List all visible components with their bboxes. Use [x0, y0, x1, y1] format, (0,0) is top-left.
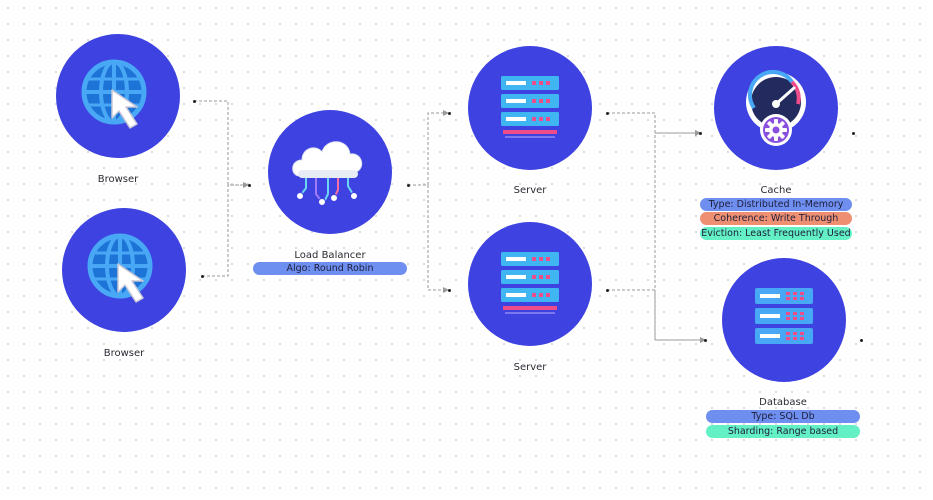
edge-lb-server2 — [408, 184, 449, 293]
tag-sharding: Sharding: Range based — [706, 425, 860, 438]
browser-label: Browser — [97, 174, 139, 185]
database-server-icon — [755, 288, 813, 344]
speedometer-gear-icon — [746, 69, 806, 146]
edge-server1-db — [607, 112, 706, 343]
port-dot[interactable] — [407, 184, 410, 187]
edge-server2-cache — [607, 130, 701, 291]
port-dot[interactable] — [448, 112, 451, 115]
server-node[interactable] — [468, 46, 592, 170]
edge-lb-server1 — [408, 110, 449, 186]
port-dot[interactable] — [201, 275, 204, 278]
tag-coherence: Coherence: Write Through — [700, 212, 852, 225]
cache-node[interactable] — [714, 46, 838, 170]
database-node[interactable] — [722, 258, 846, 382]
cache-label: Cache — [760, 185, 792, 196]
port-dot[interactable] — [193, 100, 196, 103]
port-dot[interactable] — [699, 132, 702, 135]
port-dot[interactable] — [852, 132, 855, 135]
browser-label: Browser — [103, 348, 145, 359]
port-dot[interactable] — [448, 289, 451, 292]
port-dot[interactable] — [860, 339, 863, 342]
database-label: Database — [759, 397, 807, 408]
server-rack-icon — [501, 76, 559, 138]
server-rack-icon — [501, 252, 559, 314]
server-label: Server — [513, 362, 547, 373]
port-dot[interactable] — [704, 339, 707, 342]
edge-server1-cache — [607, 112, 701, 136]
server-node[interactable] — [468, 222, 592, 346]
globe-cursor-icon — [81, 59, 147, 129]
browser-node[interactable] — [56, 34, 180, 158]
server-label: Server — [513, 185, 547, 196]
globe-cursor-icon — [87, 233, 153, 303]
tag-algorithm: Algo: Round Robin — [253, 262, 407, 275]
edge-browser1-lb — [194, 100, 249, 188]
tag-eviction: Eviction: Least Frequently Used — [700, 227, 852, 240]
edge-browser2-lb — [202, 182, 249, 277]
edge-server2-db — [607, 289, 706, 343]
load-balancer-node[interactable] — [268, 110, 392, 234]
port-dot[interactable] — [606, 112, 609, 115]
load-balancer-label: Load Balancer — [294, 250, 366, 261]
tag-type: Type: Distributed In-Memory — [700, 198, 852, 211]
browser-node[interactable] — [62, 208, 186, 332]
cloud-network-icon — [292, 141, 363, 206]
tag-type: Type: SQL Db — [706, 410, 860, 423]
port-dot[interactable] — [606, 289, 609, 292]
port-dot[interactable] — [248, 184, 251, 187]
